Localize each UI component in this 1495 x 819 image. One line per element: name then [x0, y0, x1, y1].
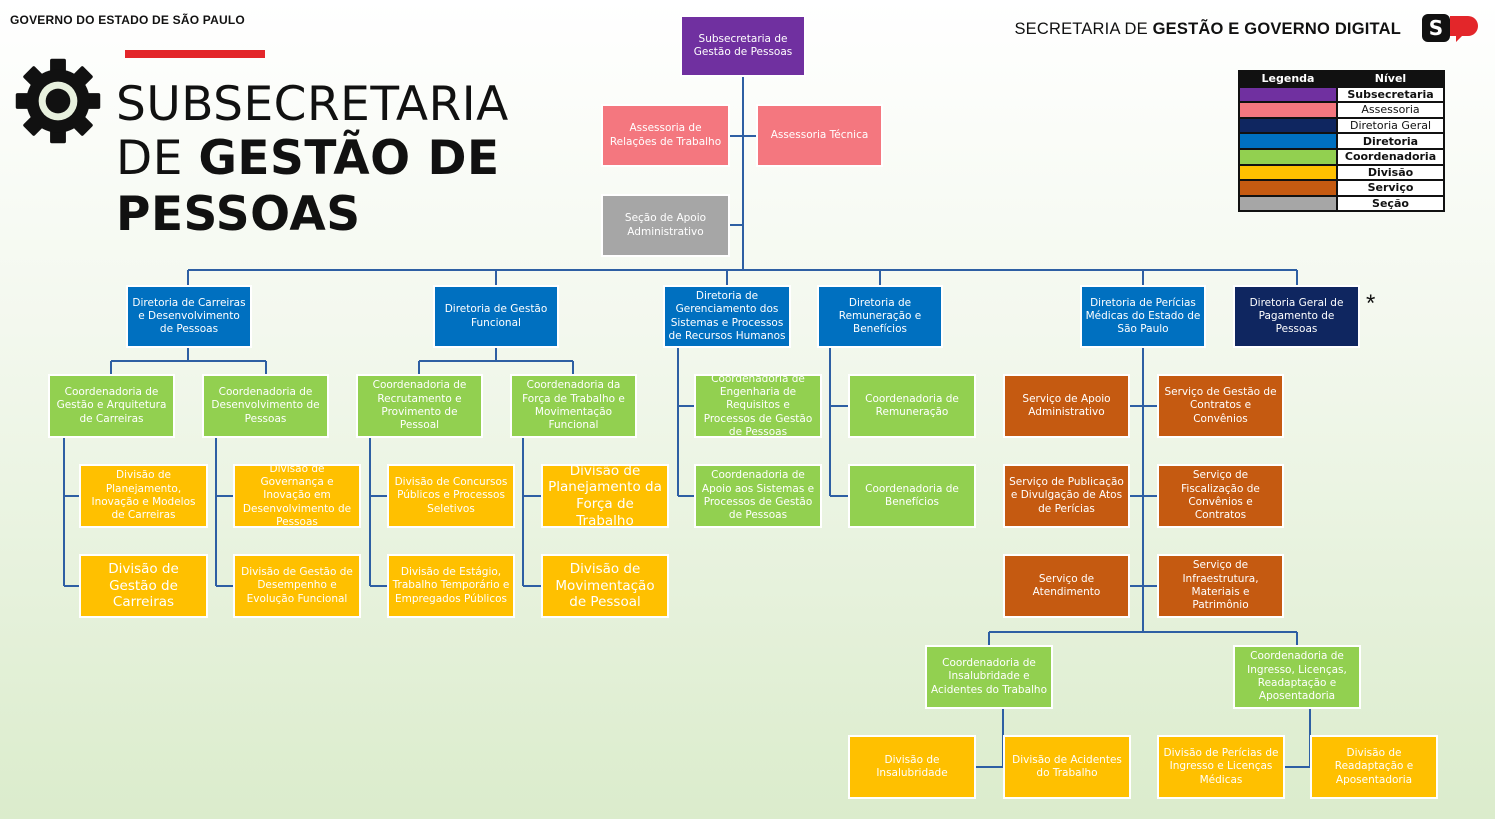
legend-header-legenda: Legenda — [1238, 70, 1338, 88]
legend-label: Diretoria — [1336, 132, 1445, 150]
org-box-div-desempenho: Divisão de Gestão de Desempenho e Evoluç… — [233, 554, 361, 618]
legend-row: Serviço — [1238, 179, 1445, 197]
legend-label: Divisão — [1336, 163, 1445, 182]
org-box-coord-insalub: Coordenadoria de Insalubridade e Acident… — [925, 645, 1053, 709]
legend-swatch — [1238, 147, 1338, 166]
asterisk-note: * — [1366, 290, 1376, 317]
org-box-coord-apoio-sist: Coordenadoria de Apoio aos Sistemas e Pr… — [694, 464, 822, 528]
legend-swatch — [1238, 85, 1338, 104]
org-box-coord-forca: Coordenadoria da Força de Trabalho e Mov… — [510, 374, 637, 438]
accent-bar — [125, 50, 265, 58]
org-box-ass-tec: Assessoria Técnica — [756, 104, 883, 167]
legend-label: Seção — [1336, 194, 1445, 213]
legend-swatch — [1238, 163, 1338, 182]
legend-row: Divisão — [1238, 163, 1445, 182]
legend-row: Diretoria — [1238, 132, 1445, 150]
svg-text:S: S — [1429, 16, 1443, 40]
page-title-line2: DE GESTÃO DE — [116, 132, 500, 186]
legend-row: Subsecretaria — [1238, 85, 1445, 104]
org-box-serv-apoio: Serviço de Apoio Administrativo — [1003, 374, 1130, 438]
org-box-serv-contratos: Serviço de Gestão de Contratos e Convêni… — [1157, 374, 1284, 438]
legend-row: Assessoria — [1238, 101, 1445, 119]
secretaria-label: SECRETARIA DE GESTÃO E GOVERNO DIGITAL — [1014, 20, 1401, 39]
org-box-dir-geral-pag: Diretoria Geral de Pagamento de Pessoas — [1233, 285, 1360, 348]
legend-swatch — [1238, 101, 1338, 119]
org-box-coord-remun: Coordenadoria de Remuneração — [848, 374, 976, 438]
org-box-serv-publicacao: Serviço de Publicação e Divulgação de At… — [1003, 464, 1130, 528]
legend-header: Legenda Nível — [1238, 70, 1445, 88]
org-box-div-concursos: Divisão de Concursos Públicos e Processo… — [387, 464, 515, 528]
org-box-subsec: Subsecretaria de Gestão de Pessoas — [680, 15, 806, 77]
org-box-dir-carreiras: Diretoria de Carreiras e Desenvolvimento… — [126, 285, 252, 348]
org-box-div-pericias-ing: Divisão de Perícias de Ingresso e Licenç… — [1157, 735, 1285, 799]
org-box-serv-fiscal: Serviço de Fiscalização de Convênios e C… — [1157, 464, 1284, 528]
org-box-coord-arquitetura: Coordenadoria de Gestão e Arquitetura de… — [48, 374, 175, 438]
org-box-ass-rel: Assessoria de Relações de Trabalho — [601, 104, 730, 167]
legend-label: Serviço — [1336, 179, 1445, 197]
org-box-coord-ingresso: Coordenadoria de Ingresso, Licenças, Rea… — [1233, 645, 1361, 709]
org-box-dir-remuneracao: Diretoria de Remuneração e Benefícios — [817, 285, 943, 348]
legend-row: Seção — [1238, 194, 1445, 213]
org-box-dir-pericias: Diretoria de Perícias Médicas do Estado … — [1080, 285, 1206, 348]
org-box-div-movim: Divisão de Movimentação de Pessoal — [541, 554, 669, 618]
legend-row: Diretoria Geral — [1238, 116, 1445, 135]
org-box-coord-desenv: Coordenadoria de Desenvolvimento de Pess… — [202, 374, 329, 438]
org-box-div-acidentes: Divisão de Acidentes do Trabalho — [1003, 735, 1131, 799]
org-box-div-readapt: Divisão de Readaptação e Aposentadoria — [1310, 735, 1438, 799]
gear-icon — [15, 58, 101, 144]
legend-label: Assessoria — [1336, 101, 1445, 119]
secretaria-prefix: SECRETARIA DE — [1014, 20, 1153, 38]
org-box-dir-sistemas: Diretoria de Gerenciamento dos Sistemas … — [663, 285, 791, 348]
page-title-line3: PESSOAS — [116, 187, 361, 242]
org-box-serv-atend: Serviço de Atendimento — [1003, 554, 1130, 618]
page-title-line2-bold: GESTÃO DE — [198, 131, 500, 186]
secretaria-name: GESTÃO E GOVERNO DIGITAL — [1152, 20, 1401, 38]
legend-label: Diretoria Geral — [1336, 116, 1445, 135]
legend-label: Coordenadoria — [1336, 147, 1445, 166]
org-box-coord-recrut: Coordenadoria de Recrutamento e Provimen… — [356, 374, 483, 438]
legend-swatch — [1238, 194, 1338, 213]
sp-logo-icon: S — [1422, 14, 1478, 42]
legend-swatch — [1238, 179, 1338, 197]
org-box-secao-apoio: Seção de Apoio Administrativo — [601, 194, 730, 257]
org-box-coord-benef: Coordenadoria de Benefícios — [848, 464, 976, 528]
org-box-div-planej-inov: Divisão de Planejamento, Inovação e Mode… — [79, 464, 208, 528]
org-box-serv-infra: Serviço de Infraestrutura, Materiais e P… — [1157, 554, 1284, 618]
org-box-div-governanca: Divisão de Governança e Inovação em Dese… — [233, 463, 361, 528]
legend-table: Legenda Nível Subsecretaria Assessoria D… — [1238, 70, 1445, 213]
page-title-line2-prefix: DE — [116, 131, 199, 186]
org-box-div-insalub: Divisão de Insalubridade — [848, 735, 976, 799]
org-box-div-gestao-carr: Divisão de Gestão de Carreiras — [79, 554, 208, 618]
org-box-coord-engenharia: Coordenadoria de Engenharia de Requisito… — [694, 373, 822, 438]
legend-header-nivel: Nível — [1336, 70, 1445, 88]
legend-swatch — [1238, 116, 1338, 135]
org-box-div-estagio: Divisão de Estágio, Trabalho Temporário … — [387, 554, 515, 618]
org-box-dir-funcional: Diretoria de Gestão Funcional — [433, 285, 559, 348]
org-box-div-planej-forca: Divisão de Planejamento da Força de Trab… — [541, 463, 669, 529]
page-title-line1: SUBSECRETARIA — [116, 77, 509, 132]
legend-swatch — [1238, 132, 1338, 150]
legend-row: Coordenadoria — [1238, 147, 1445, 166]
legend-label: Subsecretaria — [1336, 85, 1445, 104]
government-label: GOVERNO DO ESTADO DE SÃO PAULO — [10, 13, 245, 27]
